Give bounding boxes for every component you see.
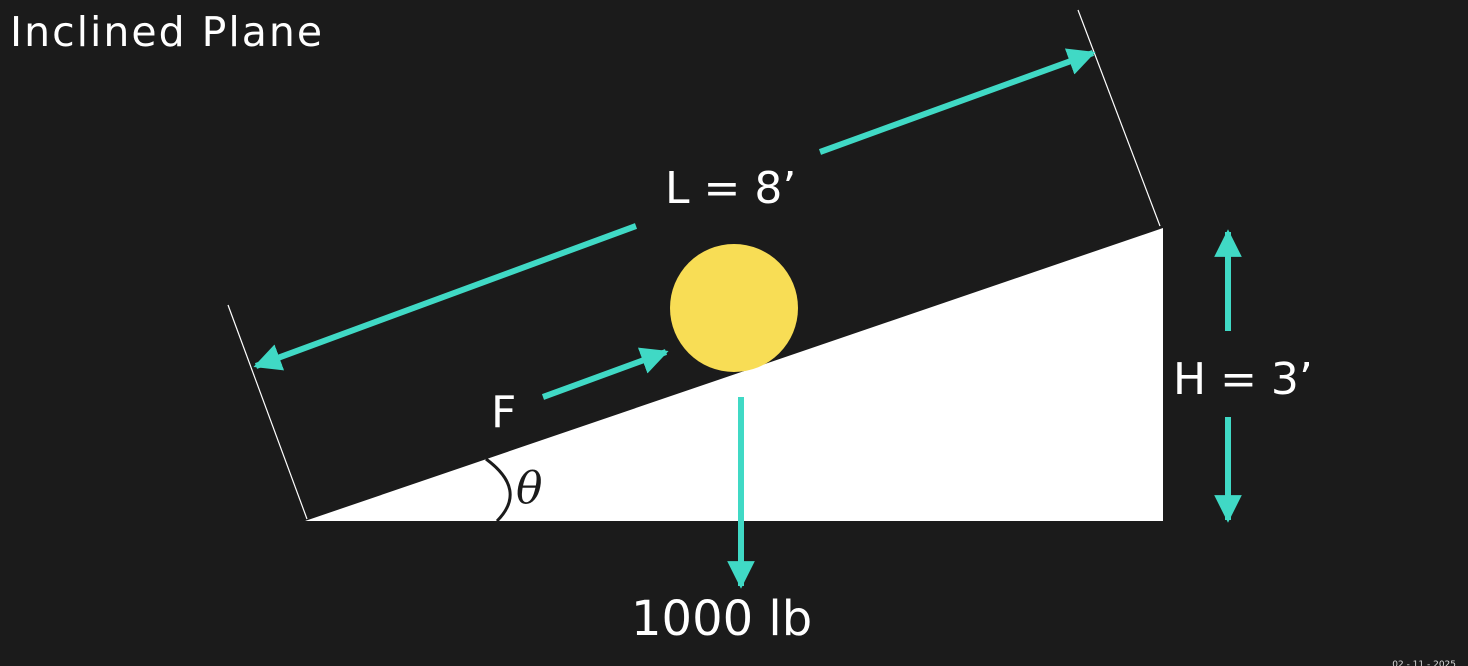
weight-label: 1000 lb xyxy=(631,591,812,647)
angle-arc xyxy=(485,457,512,523)
footer-date: 02 - 11 - 2025 xyxy=(1392,660,1456,666)
length-label: L = 8’ xyxy=(665,163,796,214)
extension-line-right xyxy=(1077,9,1161,227)
extension-line-left xyxy=(227,304,308,520)
length-arrow-upper xyxy=(818,48,1096,155)
force-arrow xyxy=(541,347,669,400)
force-label: F xyxy=(491,387,516,438)
height-label: H = 3’ xyxy=(1173,354,1313,405)
length-arrow-lower xyxy=(253,223,638,371)
angle-label: θ xyxy=(516,463,543,514)
slide-title: Inclined Plane xyxy=(10,8,325,56)
rolling-ball xyxy=(670,244,798,372)
ramp-triangle xyxy=(305,228,1163,521)
